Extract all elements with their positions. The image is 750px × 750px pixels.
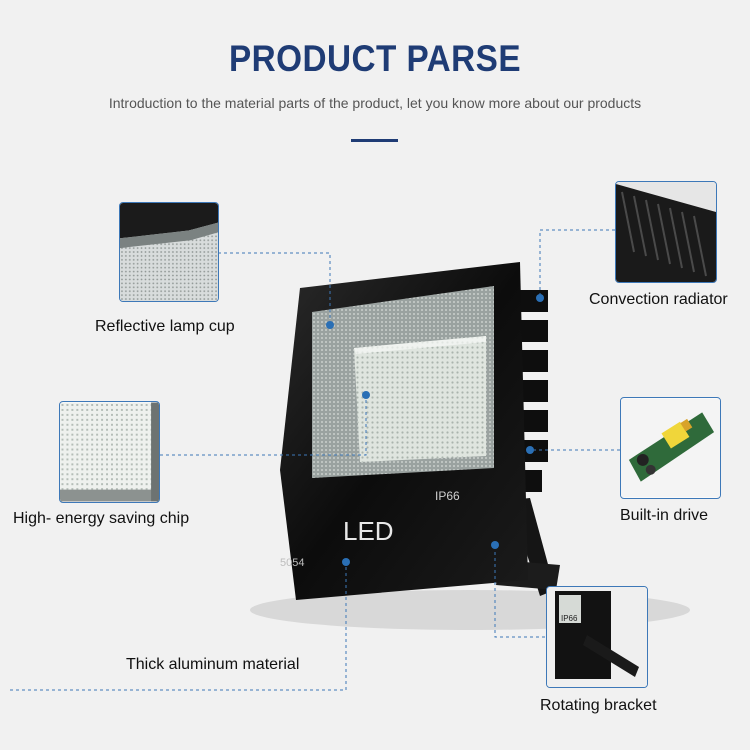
label-saving-chip: High- energy saving chip: [13, 510, 190, 527]
lamp-rating-text: IP66: [435, 489, 460, 503]
label-drive: Built-in drive: [620, 507, 709, 524]
bracket-rating-text: IP66: [561, 614, 578, 623]
lamp-brand-text: LED: [343, 516, 394, 546]
radiator-thumbnail: [615, 181, 717, 283]
page-subtitle: Introduction to the material parts of th…: [108, 95, 642, 111]
lamp-chip-model: 5054: [280, 557, 304, 569]
callout-lines: [10, 229, 620, 691]
led-panel: [354, 336, 486, 462]
label-aluminum: Thick aluminum material: [126, 656, 300, 673]
label-bracket: Rotating bracket: [540, 697, 657, 714]
title-underline: [351, 139, 398, 142]
callout-dots: [326, 294, 544, 566]
bracket-thumbnail: IP66: [546, 586, 648, 688]
reflective-cup-thumbnail: [119, 202, 219, 302]
drive-thumbnail: [620, 397, 721, 499]
saving-chip-thumbnail: [59, 401, 160, 503]
label-radiator: Convection radiator: [589, 291, 728, 308]
label-reflective-cup: Reflective lamp cup: [95, 318, 235, 335]
page-title: PRODUCT PARSE: [228, 38, 521, 79]
